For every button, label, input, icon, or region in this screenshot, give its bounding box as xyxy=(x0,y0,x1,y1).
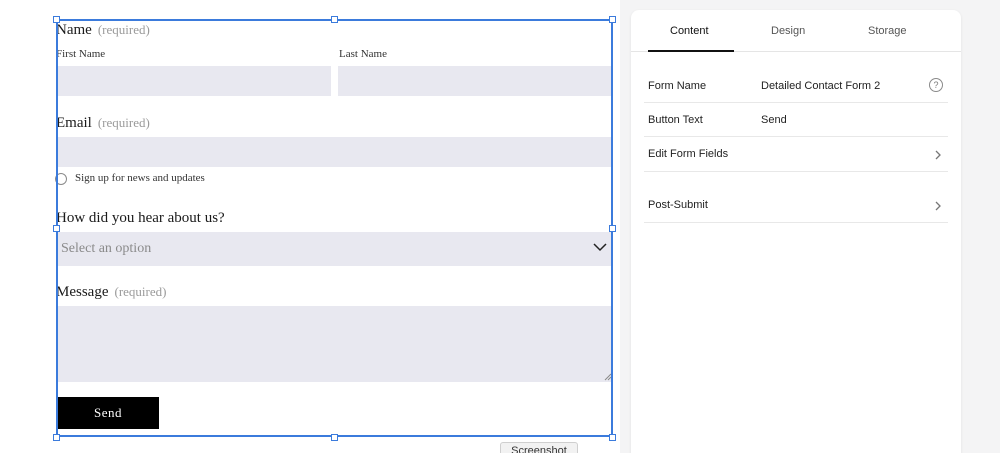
newsletter-checkbox[interactable] xyxy=(55,173,67,185)
chevron-down-icon xyxy=(593,243,607,252)
hear-about-placeholder: Select an option xyxy=(61,241,152,256)
resize-handle-bottom[interactable] xyxy=(331,434,338,441)
post-submit-row[interactable]: Post-Submit xyxy=(644,188,948,223)
resize-handle-top-right[interactable] xyxy=(609,16,616,23)
resize-handle-bottom-left[interactable] xyxy=(53,434,60,441)
first-name-label: First Name xyxy=(56,48,106,60)
message-field-label: Message (required) xyxy=(56,284,166,301)
help-icon[interactable]: ? xyxy=(929,78,943,92)
name-required-note: (required) xyxy=(97,22,150,37)
form-name-value[interactable]: Detailed Contact Form 2 xyxy=(761,80,881,92)
chevron-right-icon xyxy=(935,201,941,211)
resize-grip-icon[interactable] xyxy=(604,373,612,381)
name-label-text: Name xyxy=(56,22,92,38)
message-required-note: (required) xyxy=(114,284,167,299)
tab-content[interactable]: Content xyxy=(670,25,709,37)
resize-handle-top[interactable] xyxy=(331,16,338,23)
send-button[interactable]: Send xyxy=(57,397,159,429)
screenshot-tag[interactable]: Screenshot xyxy=(500,442,578,453)
last-name-label: Last Name xyxy=(339,48,387,60)
panel-tabs: Content Design Storage xyxy=(631,10,961,52)
name-field-label: Name (required) xyxy=(56,22,150,39)
first-name-input[interactable] xyxy=(57,66,331,96)
form-canvas: Name (required) First Name Last Name Emai… xyxy=(0,0,620,453)
post-submit-label: Post-Submit xyxy=(648,199,708,211)
edit-form-fields-label: Edit Form Fields xyxy=(648,148,729,160)
form-name-row[interactable]: Form Name Detailed Contact Form 2 ? xyxy=(644,68,948,103)
edit-form-fields-row[interactable]: Edit Form Fields xyxy=(644,137,948,172)
email-field-label: Email (required) xyxy=(56,115,150,132)
message-textarea[interactable] xyxy=(57,306,612,382)
button-text-label: Button Text xyxy=(648,114,703,126)
last-name-input[interactable] xyxy=(338,66,612,96)
form-settings-panel: Content Design Storage Form Name Detaile… xyxy=(631,10,961,453)
email-required-note: (required) xyxy=(97,115,150,130)
resize-handle-bottom-right[interactable] xyxy=(609,434,616,441)
message-label-text: Message xyxy=(56,284,109,300)
form-name-label: Form Name xyxy=(648,80,707,92)
button-text-value[interactable]: Send xyxy=(761,114,787,126)
resize-handle-right[interactable] xyxy=(609,225,616,232)
hear-about-label: How did you hear about us? xyxy=(56,210,225,226)
button-text-row[interactable]: Button Text Send xyxy=(644,103,948,137)
hear-about-select[interactable] xyxy=(57,232,612,266)
newsletter-label: Sign up for news and updates xyxy=(75,172,205,184)
tab-design[interactable]: Design xyxy=(771,25,806,37)
resize-handle-top-left[interactable] xyxy=(53,16,60,23)
email-input[interactable] xyxy=(57,137,612,167)
chevron-right-icon xyxy=(935,150,941,160)
resize-handle-left[interactable] xyxy=(53,225,60,232)
email-label-text: Email xyxy=(56,115,92,131)
active-tab-indicator xyxy=(648,50,734,52)
tab-storage[interactable]: Storage xyxy=(868,25,907,37)
